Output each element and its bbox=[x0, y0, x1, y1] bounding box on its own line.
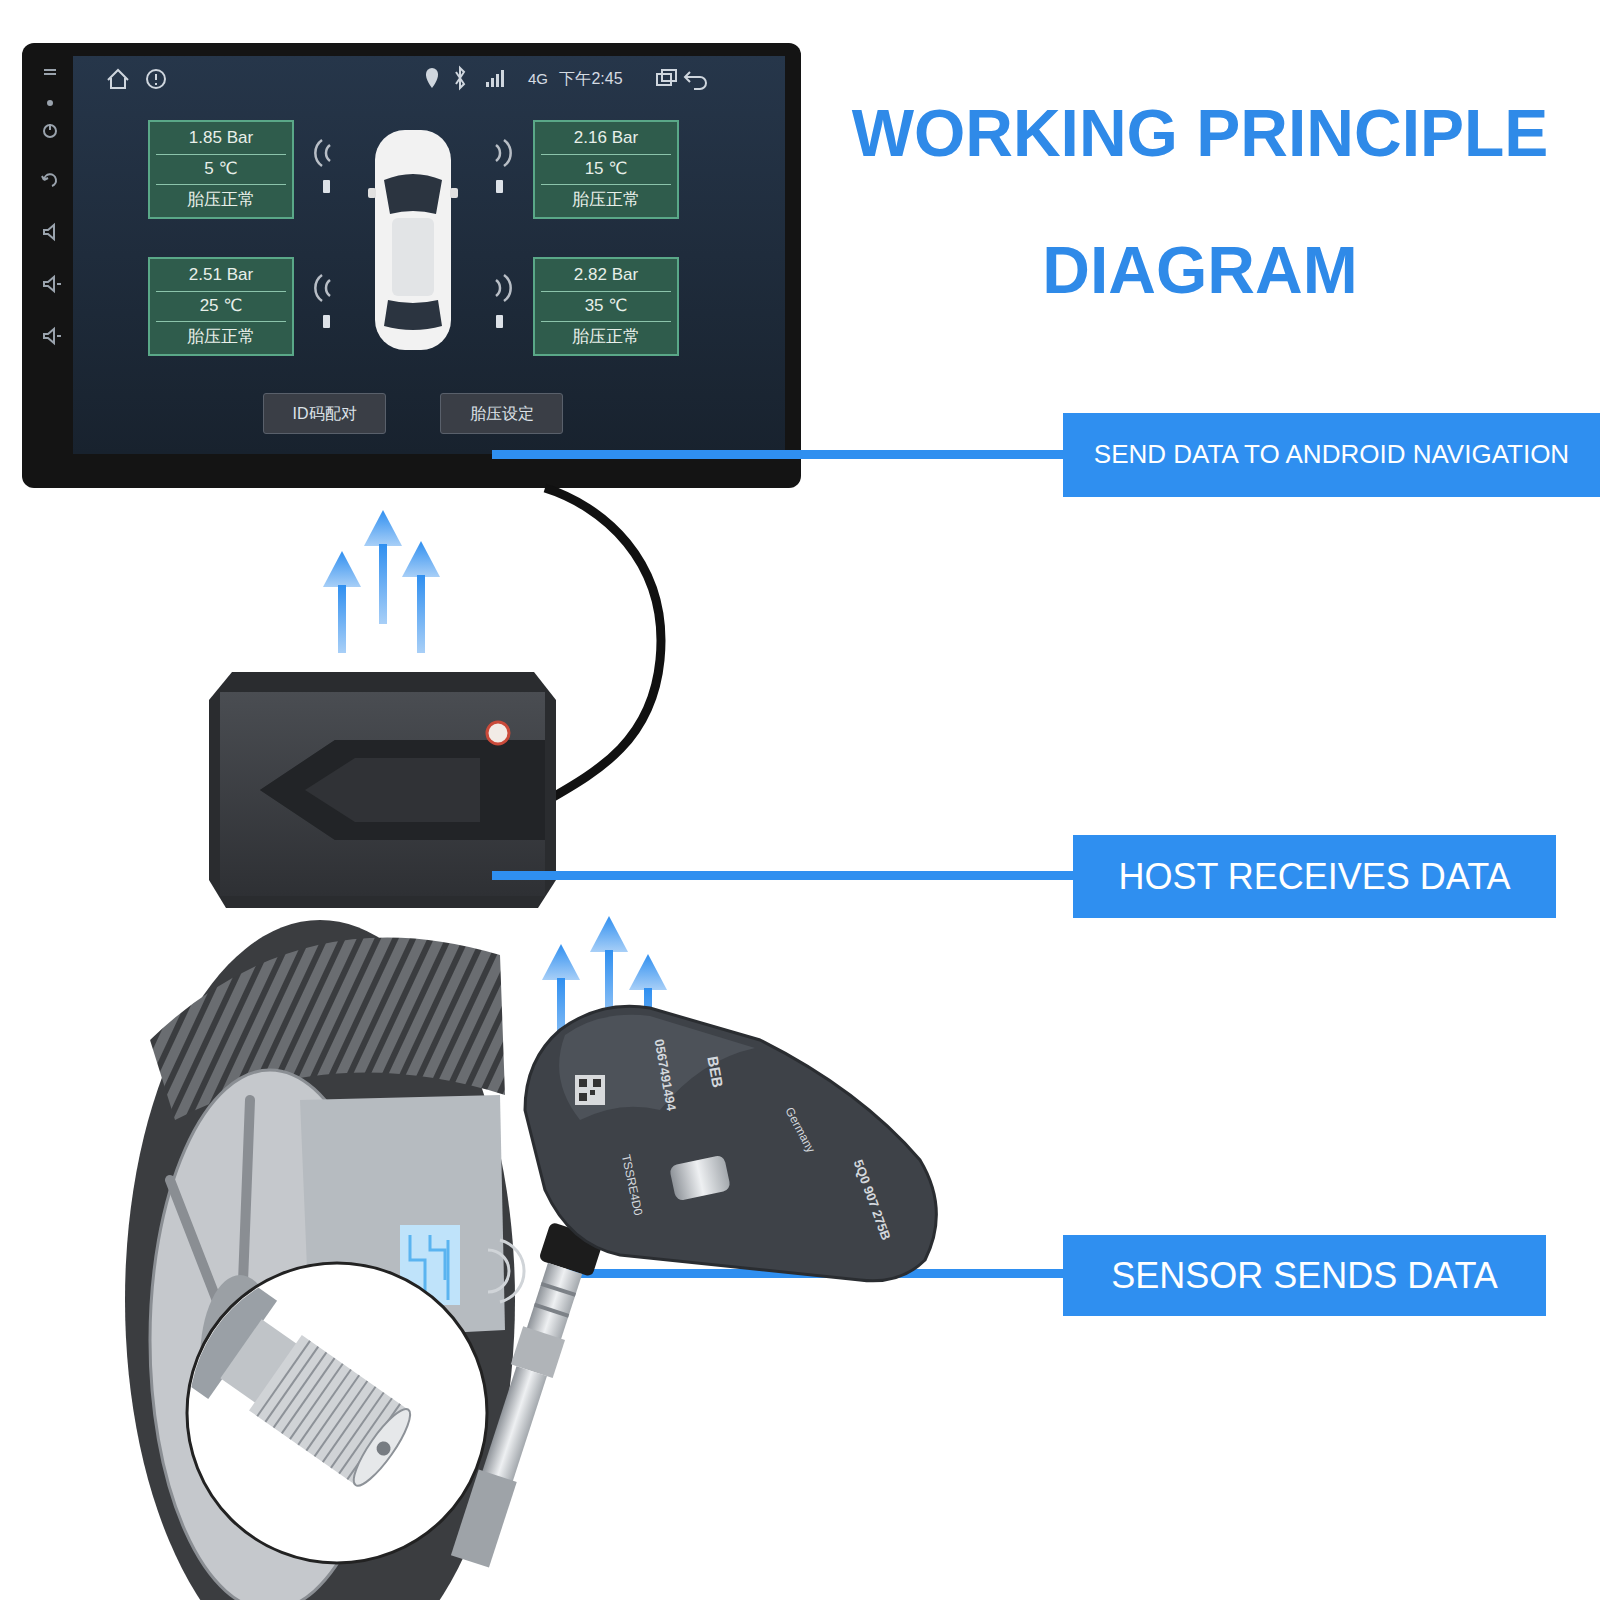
tile-reading: 2.16 Bar bbox=[574, 128, 638, 148]
leader-line bbox=[492, 450, 1063, 459]
step-label: SENSOR SENDS DATA bbox=[1063, 1235, 1546, 1316]
data-arrow bbox=[323, 510, 440, 653]
tile-divider bbox=[541, 184, 671, 185]
tile-reading: 15 ℃ bbox=[585, 159, 628, 179]
tpms-sensor bbox=[525, 1006, 936, 1281]
box-text: ID码配对 bbox=[293, 404, 357, 423]
tire-tile: 2.16 Bar 15 ℃ 胎压正常 bbox=[533, 120, 679, 219]
step-label: SEND DATA TO ANDROID NAVIGATION bbox=[1063, 413, 1600, 497]
tile-reading: 1.85 Bar bbox=[189, 128, 253, 148]
tire-tile: 2.51 Bar 25 ℃ 胎压正常 bbox=[148, 257, 294, 356]
head-unit bbox=[22, 43, 801, 488]
part-number: 0567491494 bbox=[651, 1038, 679, 1112]
tire-tile: 2.82 Bar 35 ℃ 胎压正常 bbox=[533, 257, 679, 356]
origin-mark: Germany bbox=[782, 1105, 818, 1155]
screen-button: 胎压设定 bbox=[440, 393, 563, 434]
status-text: 4G bbox=[528, 70, 548, 88]
step-label: HOST RECEIVES DATA bbox=[1073, 835, 1556, 918]
cable bbox=[545, 488, 661, 800]
tile-reading: 5 ℃ bbox=[204, 159, 237, 179]
diagram-title: WORKING PRINCIPLE DIAGRAM bbox=[820, 65, 1580, 339]
tile-reading: 胎压正常 bbox=[572, 327, 640, 347]
tile-divider bbox=[156, 321, 286, 322]
tile-reading: 2.51 Bar bbox=[189, 265, 253, 285]
valve-inset bbox=[151, 1261, 487, 1563]
tile-divider bbox=[541, 291, 671, 292]
signal-icon bbox=[315, 140, 510, 301]
tile-reading: 25 ℃ bbox=[200, 296, 243, 316]
part-number: 5Q0 907 275B bbox=[850, 1158, 894, 1243]
tire-tile: 1.85 Bar 5 ℃ 胎压正常 bbox=[148, 120, 294, 219]
tile-reading: 胎压正常 bbox=[572, 190, 640, 210]
tile-reading: 35 ℃ bbox=[585, 296, 628, 316]
part-code: BEB bbox=[703, 1055, 726, 1089]
tire bbox=[125, 920, 524, 1600]
tile-reading: 胎压正常 bbox=[187, 327, 255, 347]
tile-divider bbox=[156, 291, 286, 292]
leader-line bbox=[492, 871, 1073, 880]
car-icon bbox=[368, 130, 458, 350]
status-text: 下午2:45 bbox=[559, 69, 622, 88]
tile-divider bbox=[541, 154, 671, 155]
tile-reading: 2.82 Bar bbox=[574, 265, 638, 285]
box-text: 胎压设定 bbox=[470, 404, 534, 423]
box-text: HOST RECEIVES DATA bbox=[1118, 855, 1510, 898]
box-text: SEND DATA TO ANDROID NAVIGATION bbox=[1094, 439, 1569, 470]
tile-divider bbox=[541, 321, 671, 322]
tile-divider bbox=[156, 154, 286, 155]
tile-divider bbox=[156, 184, 286, 185]
model-code: TSSRE4D0 bbox=[619, 1153, 646, 1217]
screen-button: ID码配对 bbox=[263, 393, 386, 434]
tile-reading: 胎压正常 bbox=[187, 190, 255, 210]
box-text: SENSOR SENDS DATA bbox=[1111, 1254, 1498, 1297]
